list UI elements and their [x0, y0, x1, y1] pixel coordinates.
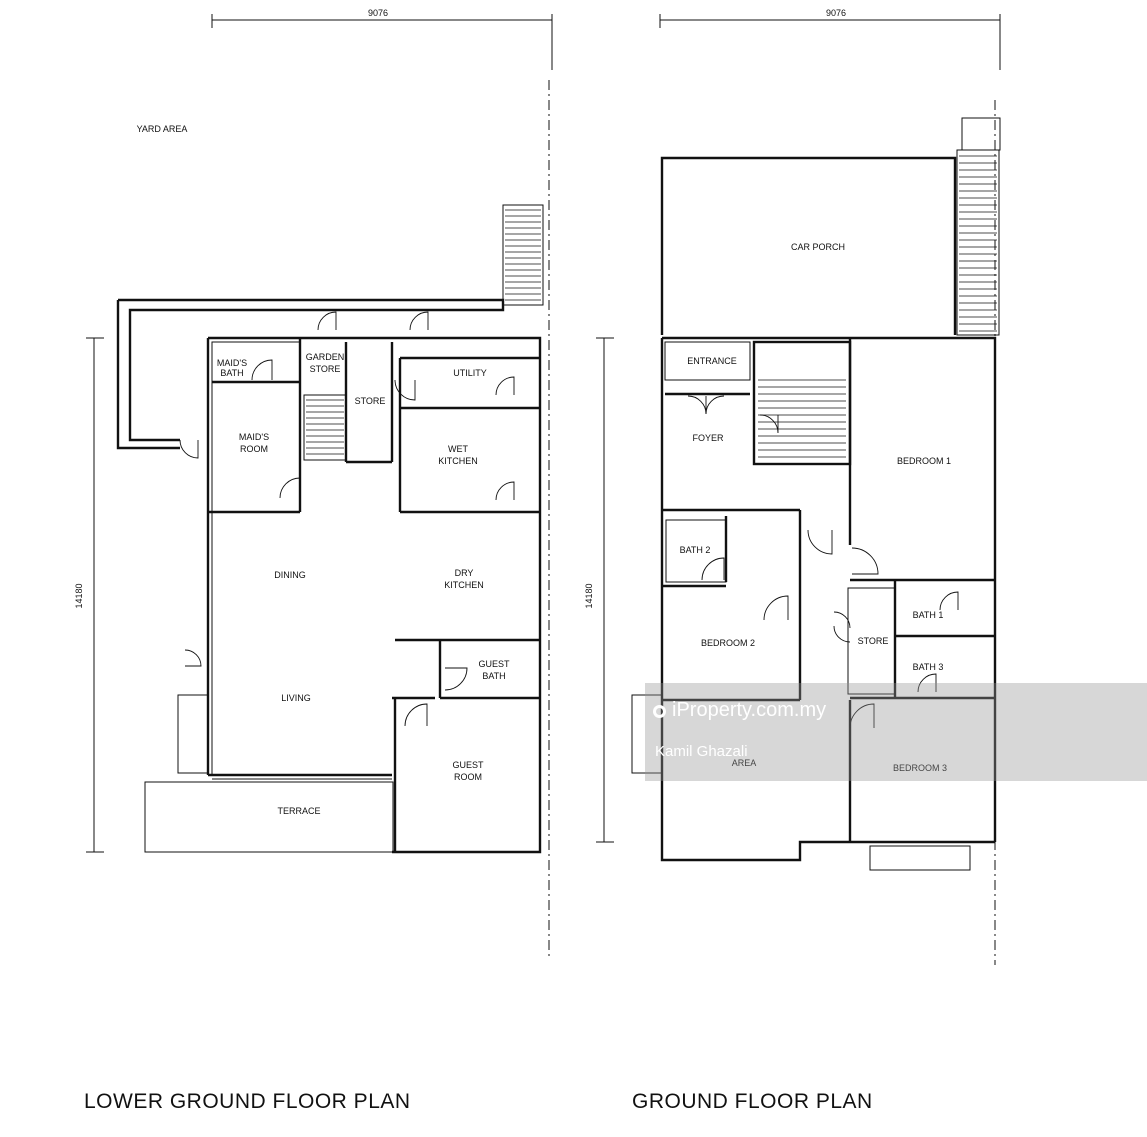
area-label: AREA: [732, 758, 757, 768]
bath-1-label: BATH 1: [913, 610, 944, 620]
maids-room-label-line1: MAID'S: [239, 432, 269, 442]
watermark-logo: iProperty.com.my: [653, 699, 826, 722]
lower-ground-floor-plan: 9076 14180: [74, 8, 553, 960]
bath-3-label: BATH 3: [913, 662, 944, 672]
entrance-label: ENTRANCE: [687, 356, 737, 366]
bedroom-1-label: BEDROOM 1: [897, 456, 951, 466]
bath-2-label: BATH 2: [680, 545, 711, 555]
guest-room-label-line1: GUEST: [452, 760, 484, 770]
ground-depth-dimension: 14180: [584, 337, 614, 843]
maids-bath-label-line1: MAID'S: [217, 358, 247, 368]
maids-room-label-line2: ROOM: [240, 444, 268, 454]
garden-store-label-line1: GARDEN: [306, 352, 345, 362]
dry-kitchen-label-line1: DRY: [455, 568, 474, 578]
lower-depth-dimension: 14180: [74, 337, 104, 853]
lower-depth-label: 14180: [74, 583, 84, 608]
ground-floor-plan: 9076 14180: [584, 8, 1001, 965]
guest-bath-label-line1: GUEST: [478, 659, 510, 669]
living-label: LIVING: [281, 693, 311, 703]
ground-width-dimension: 9076: [659, 8, 1001, 70]
dining-label: DINING: [274, 570, 306, 580]
watermark-site: iProperty.com.my: [672, 699, 827, 721]
logo-ring-icon: [653, 705, 666, 718]
lower-width-dimension: 9076: [211, 8, 553, 70]
wet-kitchen-label-line2: KITCHEN: [438, 456, 478, 466]
watermark-agent-name: Kamil Ghazali: [655, 743, 748, 760]
car-porch-label: CAR PORCH: [791, 242, 845, 252]
store-label-ground: STORE: [858, 636, 889, 646]
wet-kitchen-label-line1: WET: [448, 444, 468, 454]
bedroom-2-label: BEDROOM 2: [701, 638, 755, 648]
bedroom-3-label: BEDROOM 3: [893, 763, 947, 773]
ground-width-label: 9076: [826, 8, 846, 18]
guest-room-label-line2: ROOM: [454, 772, 482, 782]
watermark-banner: iProperty.com.my Kamil Ghazali: [645, 683, 1147, 781]
yard-area-label: YARD AREA: [137, 124, 188, 134]
lower-ground-floor-caption: LOWER GROUND FLOOR PLAN: [84, 1090, 411, 1113]
terrace-label: TERRACE: [277, 806, 320, 816]
ground-floor-caption: GROUND FLOOR PLAN: [632, 1090, 873, 1113]
lower-width-label: 9076: [368, 8, 388, 18]
ground-depth-label: 14180: [584, 583, 594, 608]
store-label: STORE: [355, 396, 386, 406]
guest-bath-label-line2: BATH: [482, 671, 505, 681]
dry-kitchen-label-line2: KITCHEN: [444, 580, 484, 590]
garden-store-label-line2: STORE: [310, 364, 341, 374]
utility-label: UTILITY: [453, 368, 487, 378]
lower-external-stair: [502, 204, 544, 306]
maids-bath-label-line2: BATH: [220, 368, 243, 378]
foyer-label: FOYER: [692, 433, 724, 443]
